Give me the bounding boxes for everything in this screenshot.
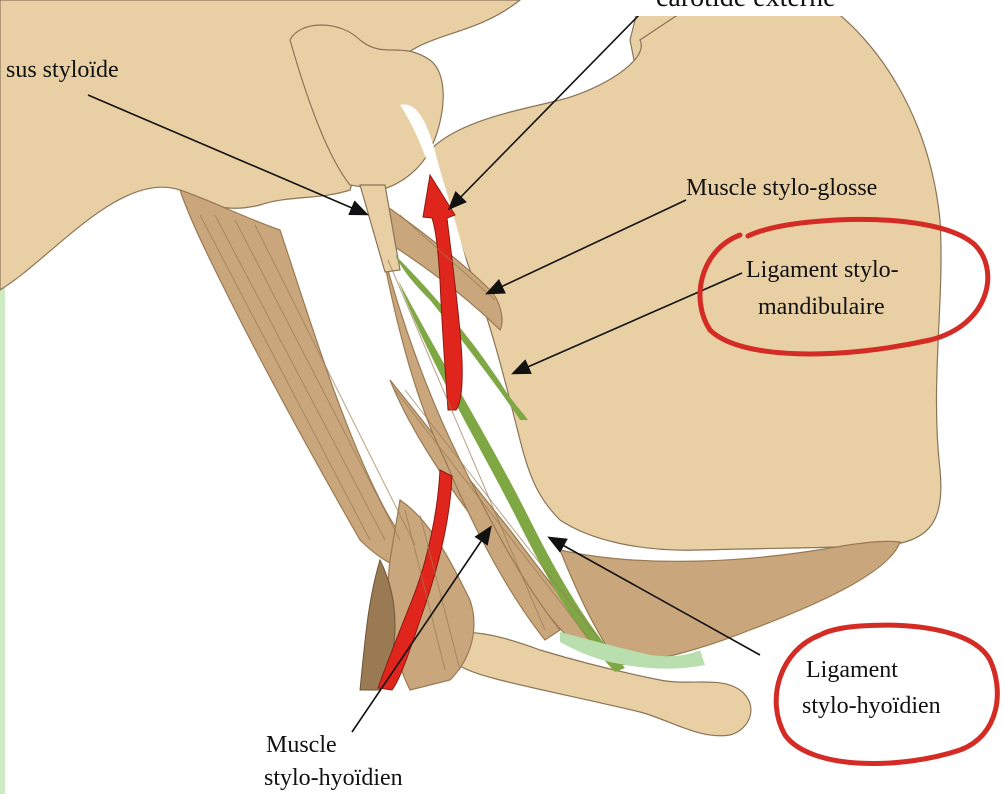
stylomandibular-ligament	[395, 255, 528, 420]
skull-base	[0, 0, 521, 291]
leader-stylohyoid-muscle	[351, 525, 492, 733]
label-stylomandibular-ligament-line1: Ligament stylo-	[746, 257, 899, 283]
muscle-striations	[199, 214, 599, 671]
label-stylohyoid-muscle-line2: stylo-hyoïdien	[264, 765, 403, 791]
ligament-attachment-hyoid	[560, 632, 705, 669]
annotation-circle-stylohyoid	[773, 622, 1000, 766]
leader-stylomandibular	[511, 272, 743, 375]
leader-styloid	[87, 94, 369, 216]
lower-neck-muscle	[359, 558, 396, 691]
mastoid-region	[289, 24, 444, 191]
label-stylohyoid-ligament-line1: Ligament	[806, 657, 898, 683]
label-stylohyoid-ligament-line2: stylo-hyoïdien	[802, 693, 941, 719]
label-external-carotid: carotide externe	[656, 0, 836, 12]
hyoid-bone	[439, 631, 752, 737]
label-stylohyoid-muscle-line1: Muscle	[266, 732, 337, 758]
label-stylomandibular-ligament-line2: mandibulaire	[758, 294, 885, 320]
common-carotid-artery	[377, 469, 453, 691]
carotid-label-box	[584, 0, 1004, 16]
label-styloid-process: sus styloïde	[6, 57, 119, 83]
stylohyoid-muscle	[379, 239, 561, 641]
leader-stylohyoid-ligament	[547, 536, 761, 656]
styloid-process	[359, 184, 401, 273]
leader-lines	[87, 13, 761, 733]
annotation-circle-stylomandibular	[697, 216, 991, 357]
leader-carotid	[447, 13, 641, 211]
page-edge-bar	[0, 0, 5, 794]
leader-styloglossus	[485, 199, 687, 295]
label-styloglossus-muscle: Muscle stylo-glosse	[686, 175, 878, 201]
